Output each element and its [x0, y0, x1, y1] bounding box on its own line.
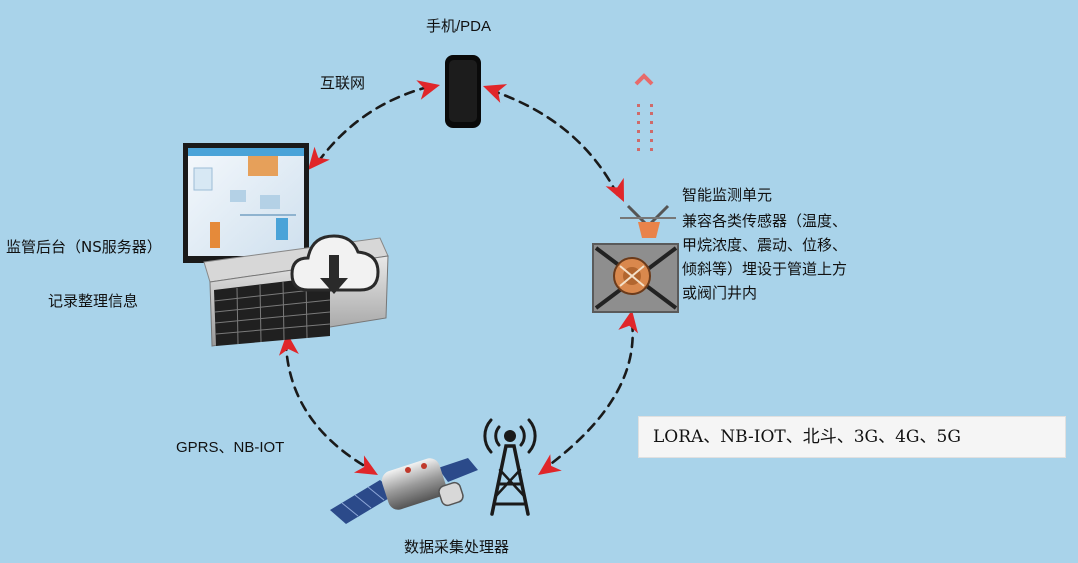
sensor-probe-icon	[634, 73, 654, 151]
gprs-label: GPRS、NB-IOT	[176, 439, 285, 456]
connection-lines	[284, 85, 634, 467]
monitor-icon	[592, 243, 679, 313]
arrow-to-phone-left	[416, 80, 440, 100]
link-collector-backend	[284, 343, 365, 467]
arrow-to-collector-right	[538, 454, 562, 475]
arrow-to-phone-right	[483, 84, 508, 103]
arrowheads	[278, 80, 639, 475]
desktop-monitor-icon	[183, 143, 309, 276]
phone-label: 手机/PDA	[426, 18, 492, 35]
antenna-tower-icon	[483, 418, 537, 516]
monitor-description-line: 兼容各类传感器（温度、	[682, 212, 848, 230]
monitor-description-line: 倾斜等）埋设于管道上方	[682, 260, 848, 278]
phone-icon	[445, 55, 481, 128]
wireless-protocols-box: LORA、NB-IOT、北斗、3G、4G、5G	[638, 416, 1066, 458]
sensor-icon	[620, 204, 676, 238]
cloud-download-icon	[290, 234, 380, 294]
monitor-description-line: 或阀门井内	[682, 284, 758, 302]
monitor-label: 智能监测单元	[682, 186, 773, 204]
arrow-to-monitor-bottom	[618, 310, 639, 334]
arrow-to-monitor-top	[605, 177, 624, 202]
link-phone-monitor	[488, 88, 620, 198]
backend-sublabel: 记录整理信息	[48, 292, 139, 310]
monitor-description-line: 甲烷浓度、震动、位移、	[682, 236, 848, 254]
backend-label: 监管后台（NS服务器）	[6, 238, 162, 256]
arrow-to-backend-bottom	[278, 333, 299, 356]
arrow-to-collector-left	[353, 455, 378, 475]
link-backend-phone	[316, 85, 430, 164]
internet-label: 互联网	[320, 74, 366, 92]
satellite-icon	[330, 458, 478, 524]
arrow-to-backend-top	[308, 146, 330, 170]
monitor-description: 兼容各类传感器（温度、 甲烷浓度、震动、位移、 倾斜等）埋设于管道上方 或阀门井…	[682, 209, 912, 305]
link-monitor-collector	[550, 320, 634, 465]
collector-label: 数据采集处理器	[404, 538, 510, 556]
